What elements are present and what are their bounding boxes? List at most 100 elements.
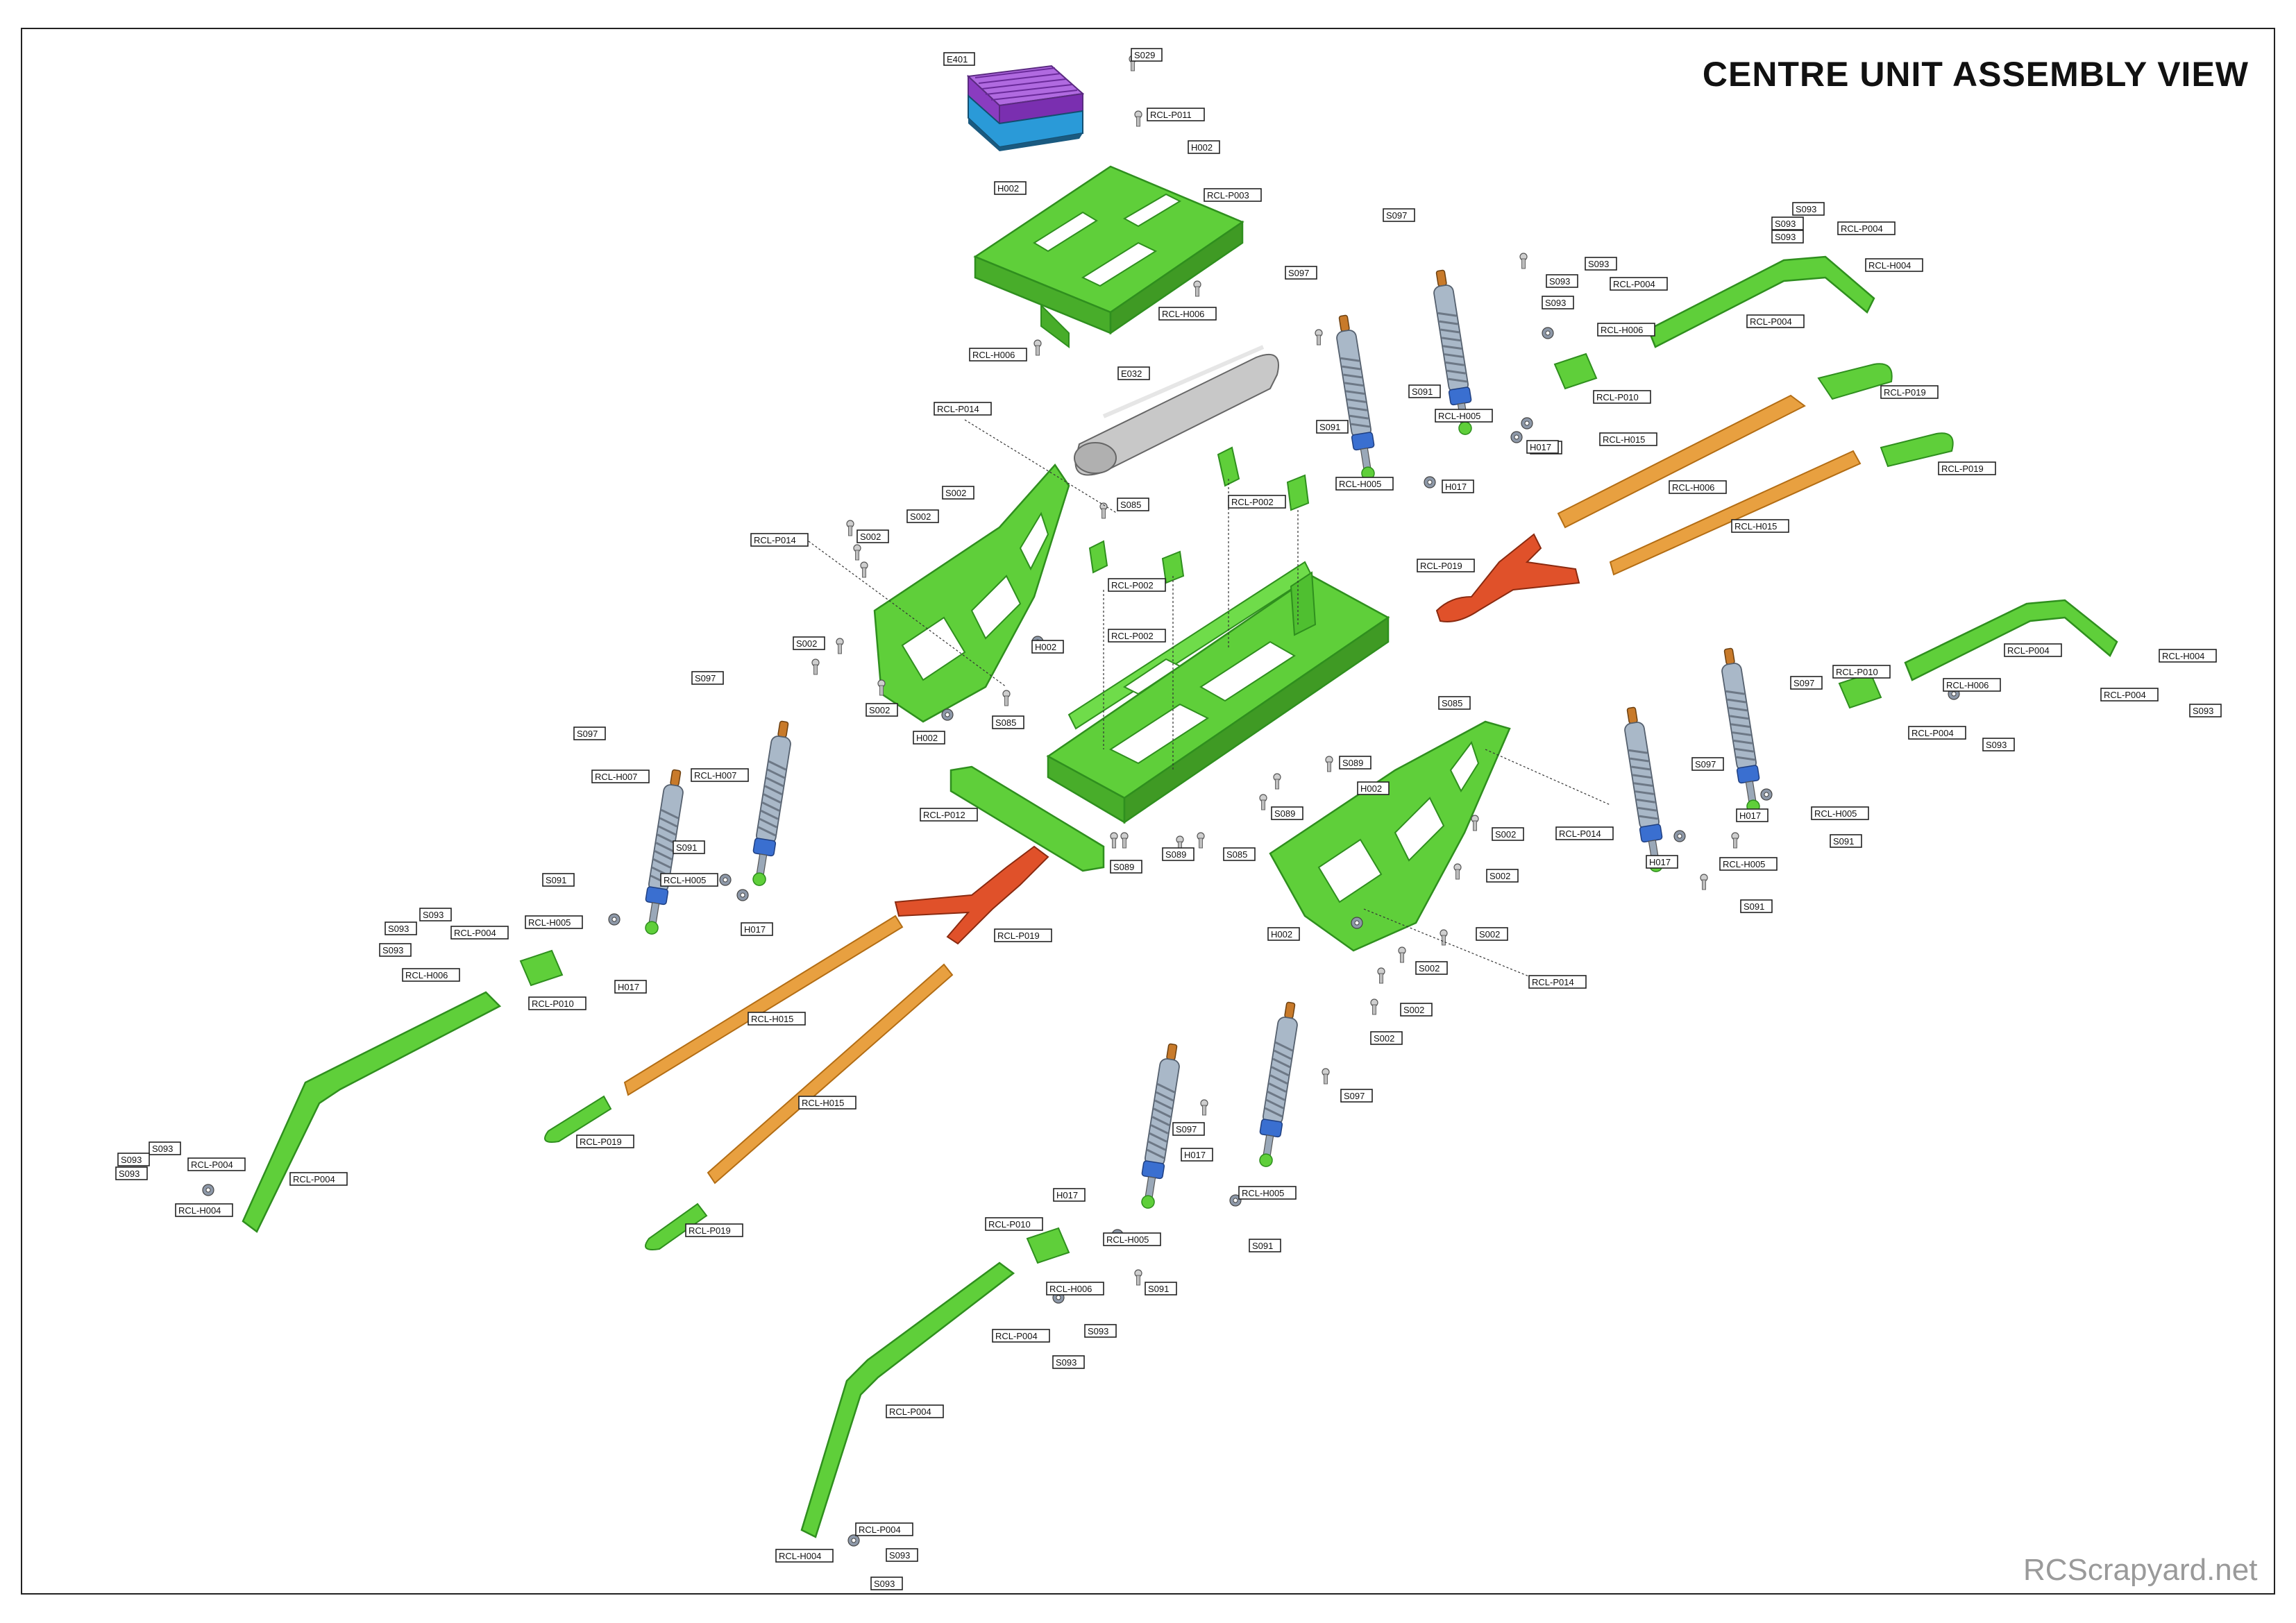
svg-text:RCL-H006: RCL-H006 — [1601, 325, 1643, 335]
label-s002-c: S002 — [856, 529, 889, 543]
svg-text:RCL-P003: RCL-P003 — [1207, 190, 1249, 201]
svg-text:S093: S093 — [423, 910, 444, 920]
label-s093-i: S093 — [419, 908, 452, 921]
label-s097-f: S097 — [573, 726, 606, 740]
label-h017-e: H017 — [1646, 855, 1678, 869]
svg-text:S093: S093 — [874, 1579, 895, 1589]
label-s097-c: S097 — [1790, 676, 1823, 690]
label-s002-j: S002 — [1400, 1003, 1433, 1017]
label-rcl-p002-a: RCL-P002 — [1228, 495, 1286, 509]
label-s089-c: S089 — [1110, 860, 1142, 874]
label-rcl-p004-i: RCL-P004 — [289, 1172, 348, 1186]
svg-text:RCL-P010: RCL-P010 — [1596, 392, 1639, 402]
label-e032: E032 — [1117, 366, 1150, 380]
svg-text:RCL-H005: RCL-H005 — [1723, 859, 1765, 869]
svg-text:H017: H017 — [1530, 442, 1551, 452]
label-rcl-h007-a: RCL-H007 — [591, 770, 650, 783]
svg-text:S093: S093 — [1986, 740, 2007, 750]
svg-text:H002: H002 — [1271, 929, 1292, 940]
label-s089-b: S089 — [1271, 806, 1303, 820]
label-s091-d: S091 — [1740, 899, 1773, 913]
label-rcl-p011: RCL-P011 — [1147, 108, 1205, 121]
svg-text:S091: S091 — [1412, 386, 1433, 397]
svg-text:S091: S091 — [1744, 901, 1764, 912]
svg-text:RCL-P004: RCL-P004 — [889, 1407, 931, 1417]
svg-text:RCL-P004: RCL-P004 — [859, 1524, 901, 1535]
label-rcl-p019-c: RCL-P019 — [1417, 559, 1475, 572]
rear-right-trailing-arm — [1904, 599, 2118, 681]
shock-rear-right-a — [1716, 646, 1766, 815]
svg-text:S093: S093 — [152, 1144, 173, 1154]
svg-text:RCL-H004: RCL-H004 — [178, 1205, 221, 1216]
svg-text:H002: H002 — [1035, 642, 1056, 652]
svg-text:RCL-H005: RCL-H005 — [1242, 1188, 1284, 1198]
upper-top-plate — [973, 165, 1244, 348]
shock-mounts — [519, 352, 1882, 1264]
label-h002-a: H002 — [1188, 140, 1220, 154]
svg-text:S097: S097 — [1386, 210, 1407, 221]
svg-text:RCL-H006: RCL-H006 — [405, 970, 448, 980]
svg-text:RCL-H005: RCL-H005 — [1438, 411, 1480, 421]
label-rcl-h015-c: RCL-H015 — [748, 1012, 806, 1026]
svg-text:S089: S089 — [1342, 758, 1363, 768]
label-s029: S029 — [1131, 48, 1163, 62]
svg-text:S097: S097 — [1793, 678, 1814, 688]
svg-text:H017: H017 — [744, 924, 766, 935]
svg-text:RCL-H006: RCL-H006 — [972, 350, 1015, 360]
label-rcl-p004-c: RCL-P004 — [1746, 314, 1805, 328]
label-h002-d: H002 — [913, 731, 945, 745]
label-rcl-h004-c: RCL-H004 — [175, 1203, 233, 1217]
svg-text:S093: S093 — [1775, 219, 1796, 229]
svg-text:H017: H017 — [1184, 1150, 1206, 1160]
rear-upper-link-arm — [894, 845, 1049, 945]
svg-text:H017: H017 — [1056, 1190, 1078, 1200]
svg-text:RCL-H006: RCL-H006 — [1946, 680, 1989, 690]
svg-text:S093: S093 — [1088, 1326, 1108, 1336]
svg-text:H002: H002 — [1360, 783, 1382, 794]
svg-text:S091: S091 — [1833, 836, 1854, 847]
label-s002-f: S002 — [1492, 827, 1524, 841]
label-h017-h: H017 — [1181, 1148, 1213, 1162]
label-s093-a: S093 — [1585, 257, 1617, 271]
svg-text:RCL-P004: RCL-P004 — [454, 928, 496, 938]
battery-pack — [1074, 345, 1279, 476]
label-s097-d: S097 — [1691, 757, 1724, 771]
label-h002-f: H002 — [1267, 927, 1300, 941]
svg-text:S085: S085 — [1120, 500, 1141, 510]
svg-text:RCL-P014: RCL-P014 — [937, 404, 979, 414]
label-s091-g: S091 — [1249, 1239, 1281, 1252]
shock-rear-left-b — [747, 719, 796, 888]
svg-text:S093: S093 — [1549, 276, 1570, 287]
svg-text:RCL-P010: RCL-P010 — [988, 1219, 1031, 1230]
svg-text:H017: H017 — [1445, 482, 1467, 492]
svg-text:RCL-P004: RCL-P004 — [1613, 279, 1655, 289]
label-rcl-p010-b: RCL-P010 — [1832, 665, 1891, 679]
label-rcl-p019-b: RCL-P019 — [1938, 461, 1996, 475]
label-rcl-p019-e: RCL-P019 — [576, 1135, 634, 1148]
svg-text:S085: S085 — [1226, 849, 1247, 860]
label-s091-a: S091 — [1408, 384, 1441, 398]
svg-text:S097: S097 — [1344, 1091, 1365, 1101]
svg-text:H017: H017 — [1649, 857, 1671, 867]
label-rcl-p010-c: RCL-P010 — [528, 996, 586, 1010]
label-h017-g: H017 — [614, 980, 647, 994]
svg-text:RCL-H007: RCL-H007 — [694, 770, 736, 781]
svg-text:S002: S002 — [1479, 929, 1500, 940]
svg-text:S085: S085 — [1442, 698, 1462, 708]
svg-text:RCL-H015: RCL-H015 — [1734, 521, 1777, 532]
label-s093-e: S093 — [1771, 216, 1804, 230]
label-h002-b: H002 — [994, 181, 1027, 195]
label-rcl-p002-b: RCL-P002 — [1108, 578, 1166, 592]
label-s093-r: S093 — [870, 1577, 903, 1590]
svg-text:RCL-H015: RCL-H015 — [751, 1014, 793, 1024]
label-rcl-h004-d: RCL-H004 — [775, 1549, 834, 1563]
label-rcl-p014-b: RCL-P014 — [750, 533, 809, 547]
svg-text:RCL-P004: RCL-P004 — [293, 1174, 335, 1184]
label-rcl-p019-f: RCL-P019 — [685, 1223, 743, 1237]
label-rcl-p004-j: RCL-P004 — [992, 1329, 1050, 1343]
svg-text:E401: E401 — [947, 54, 968, 65]
svg-text:S089: S089 — [1165, 849, 1186, 860]
svg-text:RCL-P010: RCL-P010 — [532, 999, 574, 1009]
label-s097-b: S097 — [1285, 266, 1317, 280]
label-s085-a: S085 — [1117, 498, 1149, 511]
